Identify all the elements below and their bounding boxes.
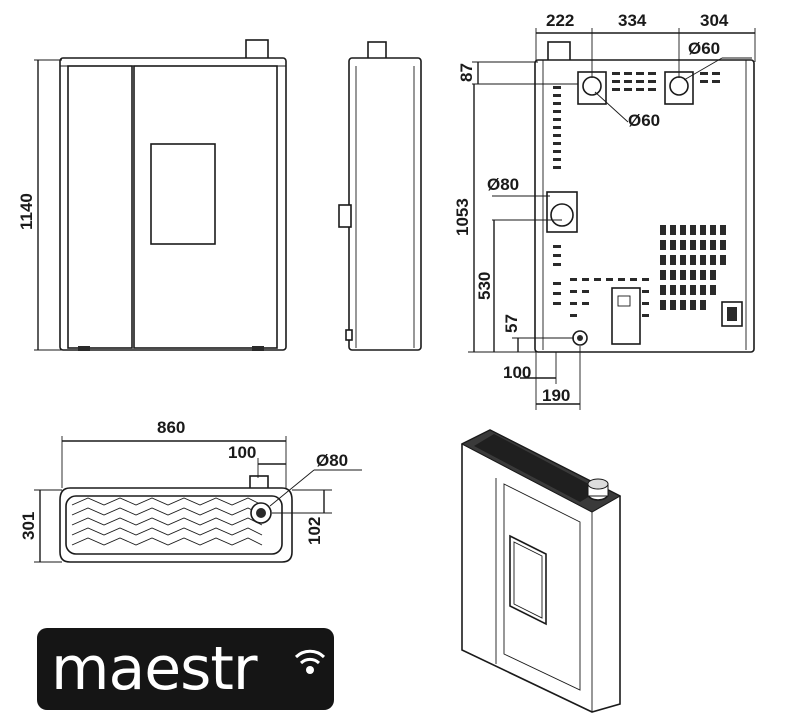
dim-top-spacing-1: 222: [546, 11, 574, 30]
side-rear-outlet: [338, 204, 352, 228]
side-view: [338, 41, 422, 351]
front-left-panel: [67, 65, 133, 349]
rear-view: 222 334 304 Ø60 Ø60 Ø80 87 1053 530 57 1…: [453, 11, 756, 410]
dim-lower-offset: 57: [502, 314, 521, 333]
dim-depth-total: 301: [19, 512, 38, 540]
isometric-view: [460, 429, 622, 713]
rear-flue-pipe: [547, 41, 571, 63]
dim-diameter-80-rear: Ø80: [487, 175, 519, 194]
dim-total-height: 1140: [17, 193, 36, 230]
dim-width-total: 860: [157, 418, 185, 437]
dim-flue-offset: 100: [228, 443, 256, 462]
dim-flue-diameter: Ø80: [316, 451, 348, 470]
maestro-logo: maestr: [37, 628, 334, 710]
wifi-icon: [294, 649, 326, 674]
dim-inlet-height: 530: [475, 272, 494, 300]
rear-middle-outlet: [550, 203, 574, 227]
side-casing: [348, 57, 422, 351]
iso-window: [509, 534, 547, 626]
top-grille: [71, 497, 263, 546]
dim-rear-top-offset: 87: [457, 63, 476, 82]
dim-left-offset-large: 190: [542, 386, 570, 405]
rear-casing: [534, 59, 755, 353]
dim-flue-depth: 102: [305, 517, 324, 545]
front-window: [150, 143, 216, 245]
rear-control-box: [611, 287, 641, 345]
dim-left-offset-small: 100: [503, 363, 531, 382]
logo-text: maestr: [51, 634, 258, 704]
front-view: 1140: [17, 39, 287, 351]
rear-outlet-left: [582, 76, 602, 96]
front-flue-pipe: [245, 39, 269, 61]
dim-diameter-60-mid: Ø60: [628, 111, 660, 130]
top-view: 860 100 Ø80 301 102: [19, 418, 362, 563]
dim-top-spacing-2: 334: [618, 11, 647, 30]
dim-top-spacing-3: 304: [700, 11, 729, 30]
dim-diameter-60-top: Ø60: [688, 39, 720, 58]
dim-rear-outlet-height: 1053: [453, 198, 472, 236]
